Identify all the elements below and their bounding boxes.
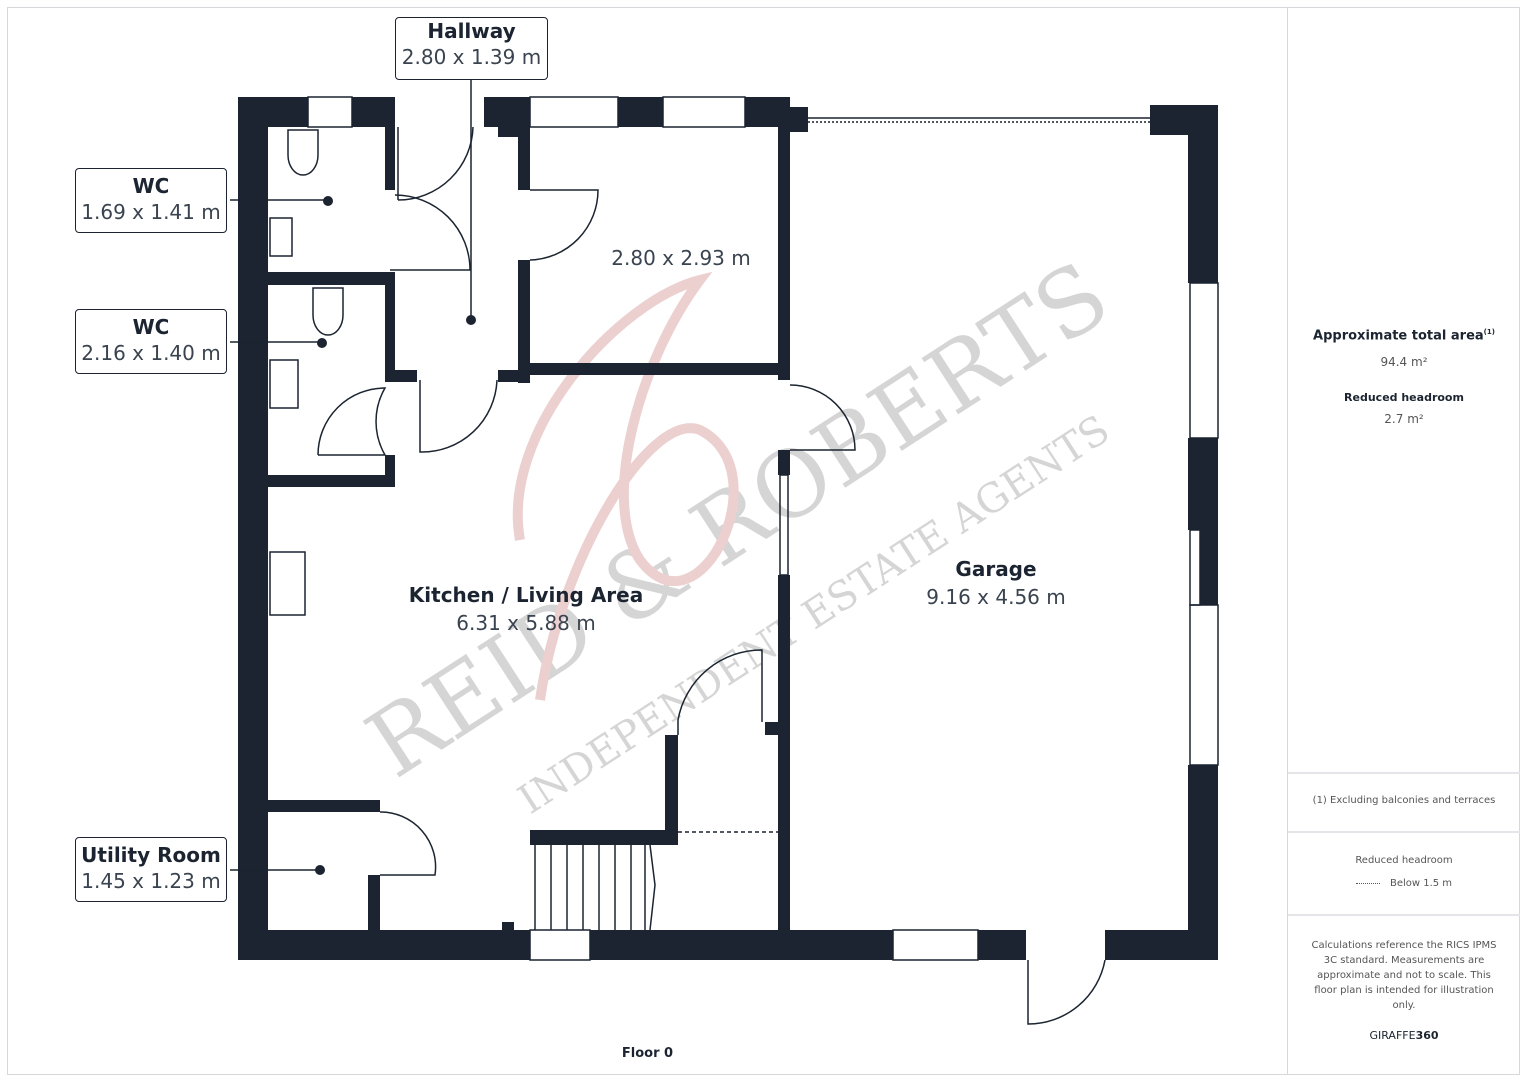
- room-label-bedroom: 2.80 x 2.93 m: [611, 244, 750, 272]
- room-dims: 2.80 x 2.93 m: [611, 246, 751, 270]
- total-area-label-text: Approximate total area: [1313, 328, 1484, 344]
- reduced-headroom-value: 2.7 m²: [1384, 412, 1424, 426]
- room-name: Utility Room: [81, 843, 221, 867]
- room-name: WC: [132, 174, 170, 198]
- total-area-label: Approximate total area(1): [1288, 328, 1520, 343]
- room-dims: 6.31 x 5.88 m: [456, 611, 596, 635]
- room-label-wc-1: WC 1.69 x 1.41 m: [75, 168, 227, 233]
- total-area-note: (1): [1483, 328, 1495, 336]
- panel-divider-1: [1288, 772, 1520, 774]
- panel-divider-3: [1288, 914, 1520, 916]
- walls: [238, 97, 1218, 960]
- room-dims: 2.80 x 1.39 m: [401, 45, 542, 69]
- sink-3: [269, 551, 306, 616]
- watermark-monogram: [513, 271, 739, 701]
- brand-logo: GIRAFFE360: [1288, 1029, 1520, 1042]
- floor-label: Floor 0: [621, 1046, 674, 1061]
- watermark-brand: REID & ROBERTS: [349, 241, 1127, 798]
- light-points: [315, 196, 476, 875]
- disclaimer: Calculations reference the RICS IPMS 3C …: [1311, 940, 1497, 1011]
- toilet-1: [287, 129, 319, 176]
- room-dims: 2.16 x 1.40 m: [81, 341, 221, 365]
- reduced-headroom-label: Reduced headroom: [1344, 391, 1464, 404]
- room-label-utility: Utility Room 1.45 x 1.23 m: [75, 837, 227, 902]
- total-area-value: 94.4 m²: [1380, 355, 1428, 369]
- room-dims: 1.69 x 1.41 m: [81, 200, 221, 224]
- brand-b: 360: [1415, 1029, 1439, 1042]
- legend-item: Below 1.5 m: [1288, 878, 1520, 889]
- panel-divider-2: [1288, 831, 1520, 833]
- dotted-line-icon: [1355, 882, 1380, 884]
- room-dims: 1.45 x 1.23 m: [81, 869, 221, 893]
- brand-a: GIRAFFE: [1369, 1029, 1416, 1042]
- fixtures: [230, 80, 1219, 1025]
- room-label-kitchen: Kitchen / Living Area 6.31 x 5.88 m: [409, 581, 643, 637]
- room-dims: 9.16 x 4.56 m: [926, 585, 1066, 609]
- legend-item-text: Below 1.5 m: [1389, 878, 1453, 889]
- toilet-2: [312, 287, 344, 336]
- sink-1: [269, 217, 293, 257]
- room-label-wc-2: WC 2.16 x 1.40 m: [75, 309, 227, 374]
- room-name: Hallway: [427, 19, 516, 43]
- room-name: Kitchen / Living Area: [408, 583, 644, 607]
- room-name: Garage: [955, 557, 1037, 581]
- stairs: [534, 844, 656, 931]
- footnote: (1) Excluding balconies and terraces: [1312, 795, 1496, 806]
- panel-divider: [1287, 7, 1288, 1075]
- room-name: WC: [132, 315, 170, 339]
- legend-title: Reduced headroom: [1355, 855, 1453, 866]
- sink-2: [269, 359, 299, 409]
- watermark: REID & ROBERTS INDEPENDENT ESTATE AGENTS: [349, 241, 1127, 823]
- page-frame: [7, 7, 1520, 1075]
- room-label-garage: Garage 9.16 x 4.56 m: [926, 555, 1065, 611]
- room-label-hallway: Hallway 2.80 x 1.39 m: [395, 17, 548, 80]
